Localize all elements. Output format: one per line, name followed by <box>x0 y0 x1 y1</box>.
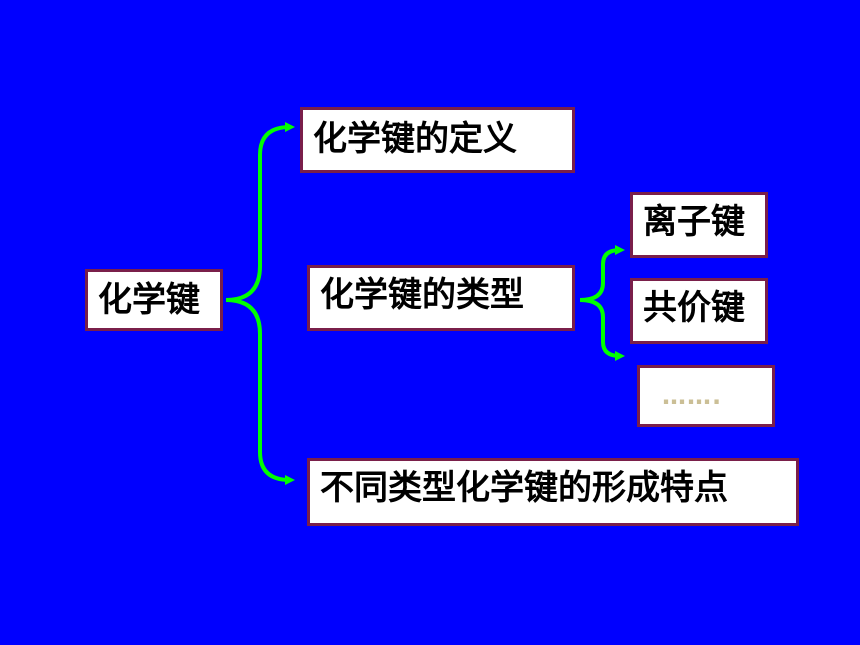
formation-node-label: 不同类型化学键的形成特点 <box>320 468 728 508</box>
root-node-label: 化学键 <box>98 280 200 320</box>
root-node-box: 化学键 <box>85 269 223 331</box>
sub-brace-bottom <box>579 298 625 361</box>
definition-node-box: 化学键的定义 <box>300 107 575 173</box>
ionic-bond-node-box: 离子键 <box>630 192 768 258</box>
definition-node-label: 化学键的定义 <box>313 119 517 159</box>
main-brace-top <box>225 122 295 302</box>
types-node-label: 化学键的类型 <box>320 275 524 315</box>
main-brace-bottom <box>225 298 295 485</box>
more-types-node-label: ……. <box>662 382 723 410</box>
covalent-bond-node-box: 共价键 <box>630 278 768 344</box>
sub-brace-top <box>579 245 625 302</box>
types-node-box: 化学键的类型 <box>307 265 575 331</box>
covalent-bond-node-label: 共价键 <box>643 288 745 328</box>
ionic-bond-node-label: 离子键 <box>643 202 745 242</box>
more-types-node-box: ……. <box>637 365 775 427</box>
formation-node-box: 不同类型化学键的形成特点 <box>307 458 799 526</box>
